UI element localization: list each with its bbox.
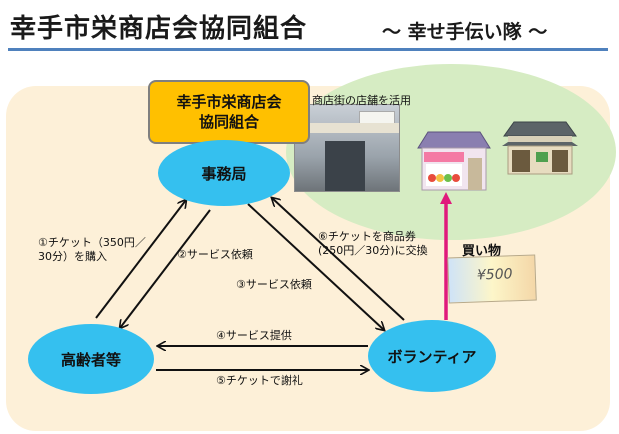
ticket-value: ¥500	[476, 266, 513, 284]
org-name-line1: 幸手市栄商店会	[176, 93, 282, 111]
node-elderly: 高齢者等	[28, 324, 154, 394]
shop-street-label: 商店街の店舗を活用	[312, 94, 411, 107]
house-icon	[502, 121, 578, 175]
organization-box: 幸手市栄商店会 協同組合	[148, 80, 310, 144]
org-name-line2: 協同組合	[198, 113, 259, 131]
arrow-step3	[247, 203, 384, 330]
page-subtitle: ～ 幸せ手伝い隊 ～	[382, 21, 548, 43]
arrow-step1	[95, 200, 186, 319]
step2-label: ②サービス依頼	[177, 248, 253, 261]
page-title: 幸手市栄商店会協同組合	[10, 14, 308, 44]
gift-ticket: ¥500	[447, 254, 537, 304]
shop-photo	[294, 104, 400, 192]
step6-label: ⑥チケットを商品券 (250円／30分)に交換	[318, 230, 428, 257]
arrow-step6	[272, 198, 405, 321]
arrow-step2	[120, 209, 211, 328]
step5-label: ⑤チケットで謝礼	[216, 374, 303, 387]
step4-label: ④サービス提供	[216, 329, 292, 342]
shop-house-icon	[417, 131, 491, 191]
node-volunteer: ボランティア	[368, 320, 496, 392]
title-rule	[8, 48, 608, 51]
step3-label: ③サービス依頼	[236, 278, 312, 291]
step1-label: ①チケット（350円／ 30分）を購入	[38, 236, 146, 263]
node-office: 事務局	[158, 140, 290, 206]
